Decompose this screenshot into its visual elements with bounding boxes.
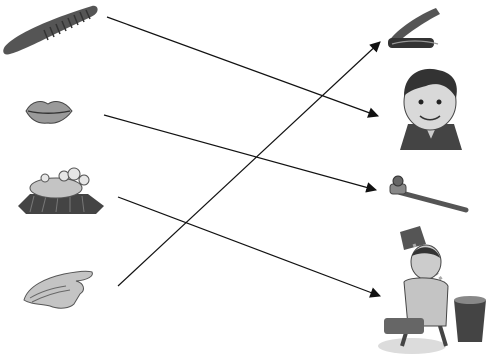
comb-icon — [3, 6, 97, 55]
hand-icon — [24, 271, 92, 308]
nail-clipper-icon — [388, 8, 440, 48]
match-line-lips-toothbrush — [104, 115, 376, 190]
match-line-soap-bathing — [118, 197, 380, 296]
match-line-comb-boy — [107, 17, 378, 116]
boy-portrait-icon — [400, 69, 462, 150]
bathing-child-icon — [378, 226, 486, 354]
lips-icon — [26, 102, 72, 124]
match-lines — [104, 17, 380, 296]
soap-dish-icon — [18, 168, 104, 214]
toothbrush-icon — [390, 176, 466, 210]
match-line-hand-clipper — [118, 42, 380, 286]
